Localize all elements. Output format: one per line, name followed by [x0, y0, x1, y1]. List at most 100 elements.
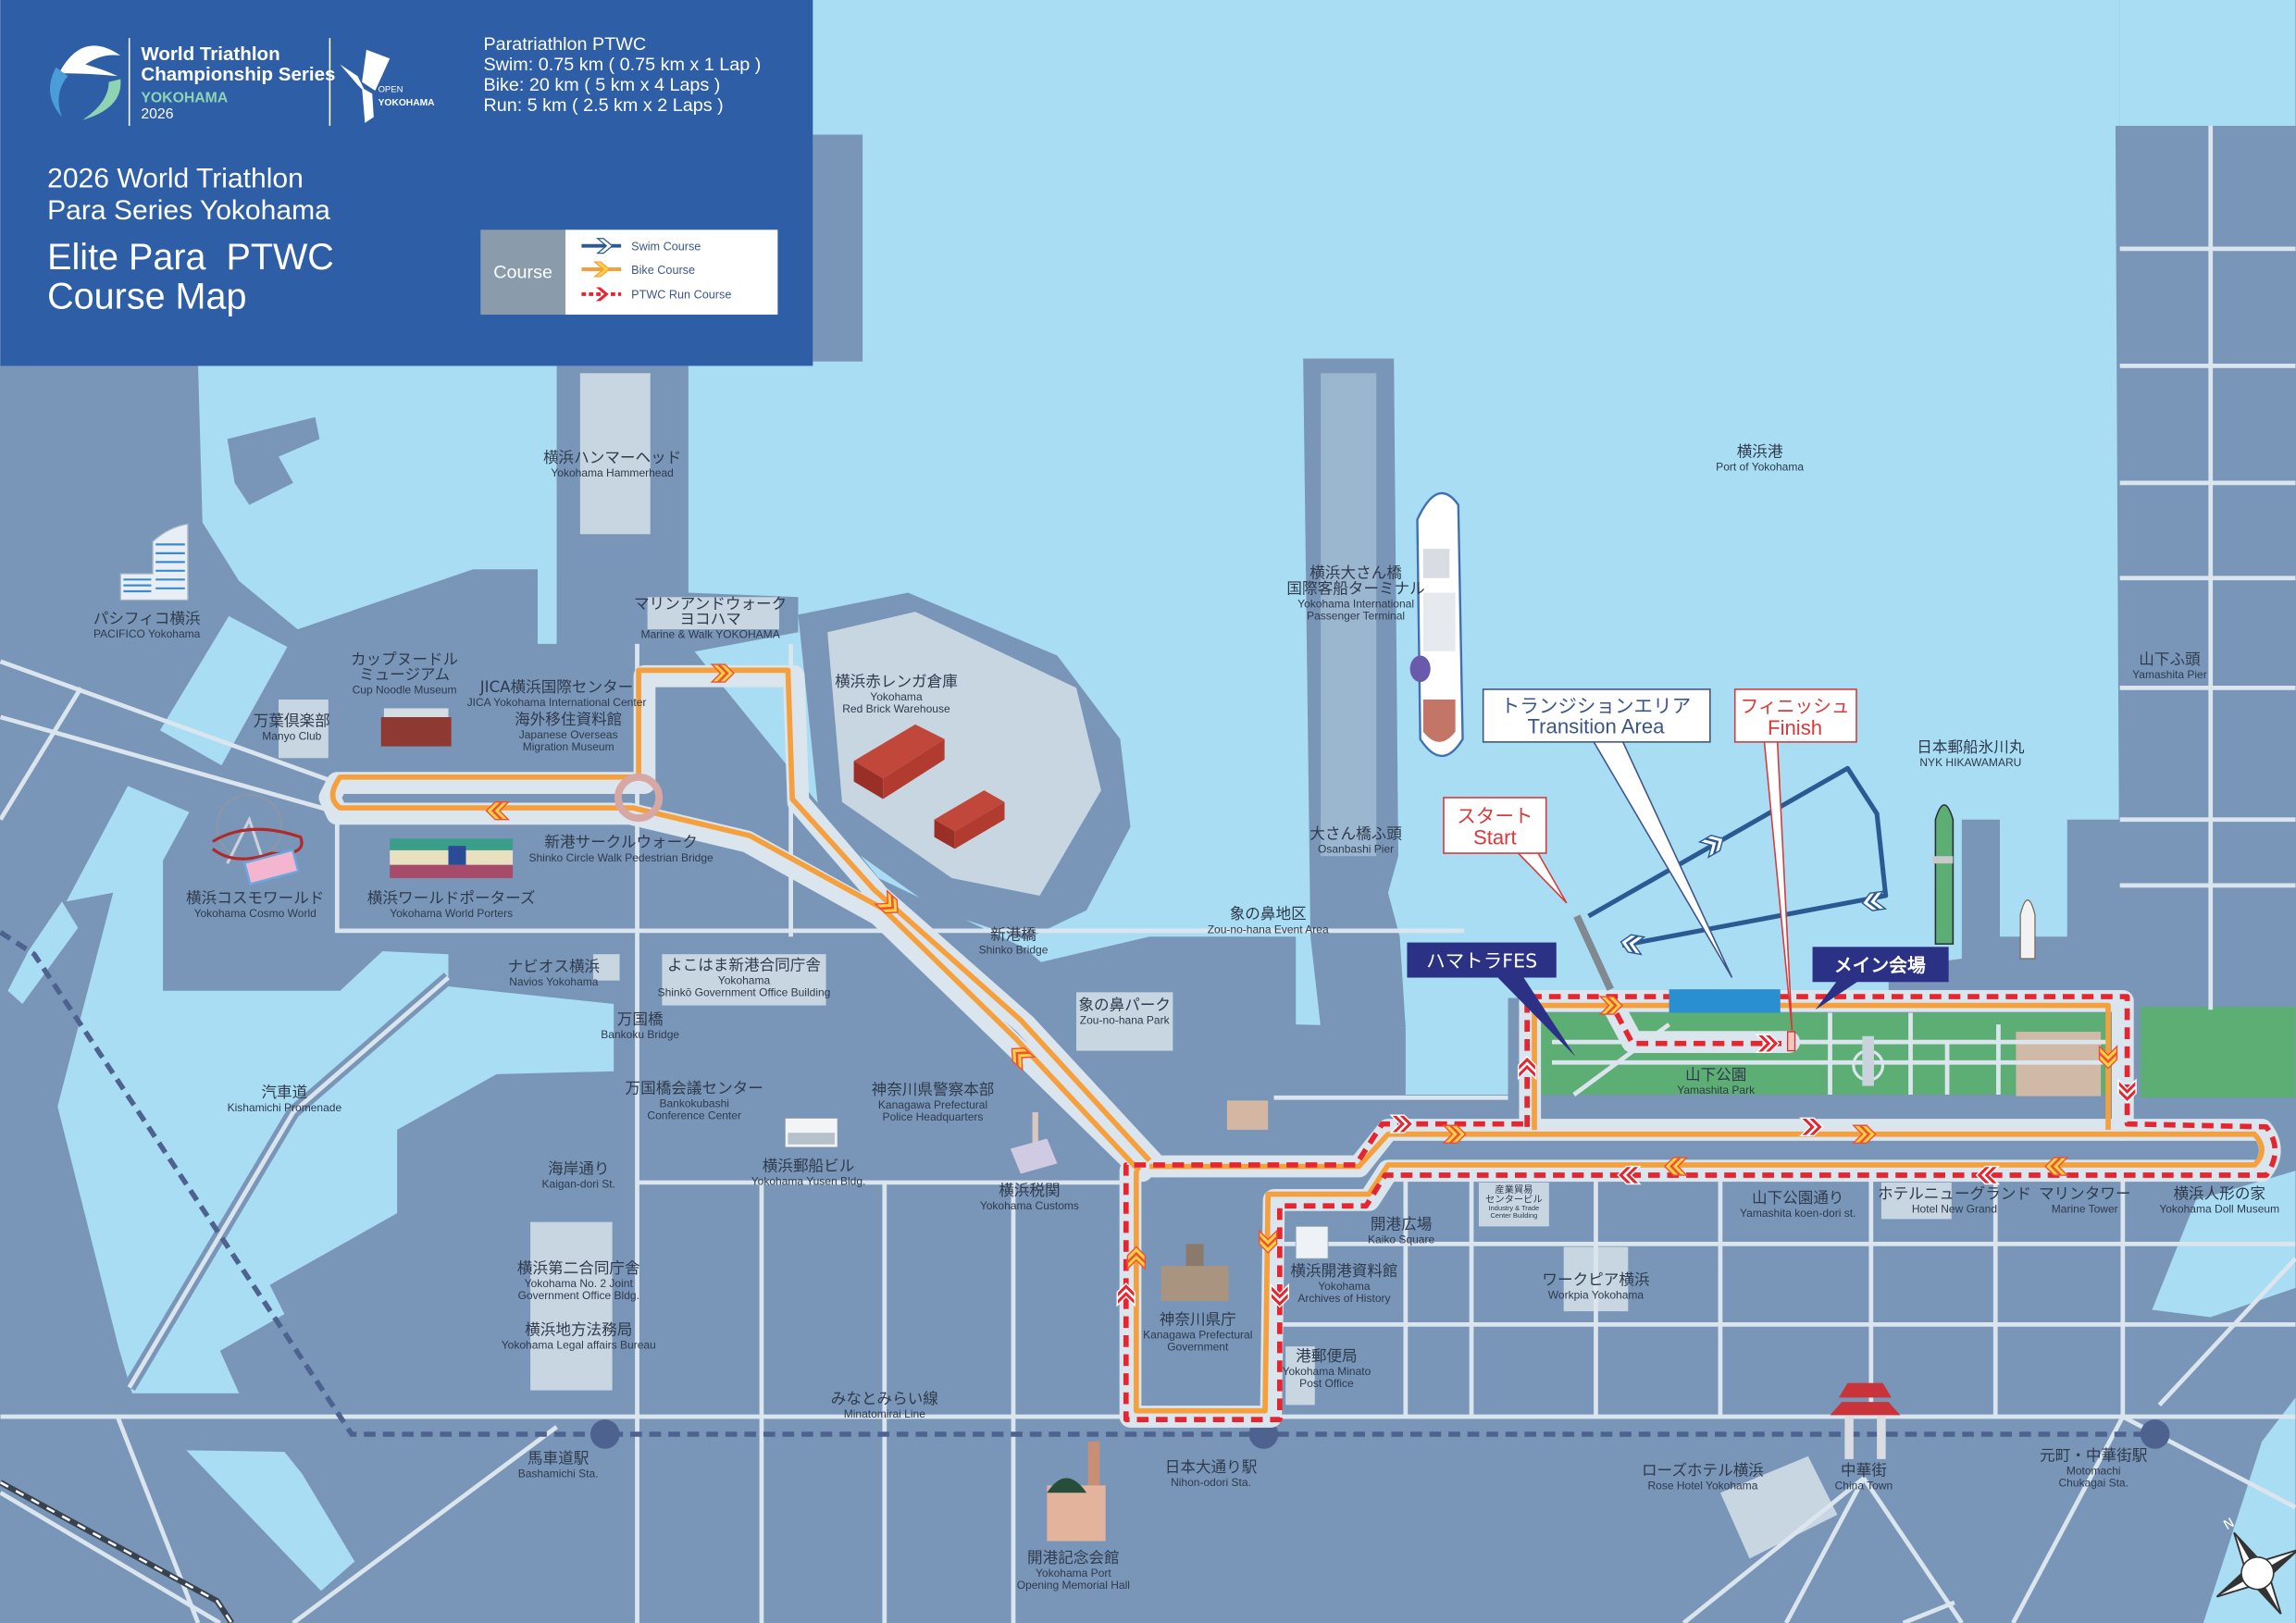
bike-direction-chevron-icon — [710, 663, 728, 683]
run-direction-chevron-icon — [1799, 1117, 1817, 1137]
kishamichi-water — [57, 786, 614, 1394]
place-name-jp: 万国橋 — [617, 1010, 664, 1028]
customs-footprint — [1226, 1100, 1269, 1130]
ooka-river-south — [186, 1450, 355, 1592]
bike-direction-chevron-icon — [1598, 996, 1617, 1015]
hamatora-fes-label: ハマトラFES — [1426, 949, 1537, 972]
place-name-jp: 横浜赤レンガ倉庫 — [835, 673, 958, 690]
place-name-en: Yamashita Park — [1677, 1084, 1756, 1096]
roads — [0, 126, 2296, 1623]
place-name-jp: 象の鼻パーク — [1078, 996, 1171, 1013]
industry-trade-footprint — [1478, 1182, 1549, 1227]
place-name-en: Rose Hotel Yokohama — [1647, 1479, 1757, 1492]
place-name-en: Kaigan-dori St. — [542, 1177, 615, 1190]
run-direction-chevron-icon — [1517, 1062, 1537, 1081]
place-name-en: Industry & Trade — [1489, 1204, 1540, 1212]
transition-area-callout: トランジションエリア Transition Area — [1482, 688, 1733, 978]
place-name-en: Yokohama Doll Museum — [2159, 1202, 2279, 1215]
place-name-jp: 横浜ハンマーヘッド — [543, 449, 681, 466]
shinko-gov-footprint — [662, 954, 826, 1006]
place-name-jp: 新港サークルウォーク — [544, 834, 697, 851]
post-office-footprint — [1285, 1346, 1315, 1406]
legend-swim-label: Swim Course — [631, 240, 701, 253]
place-name-jp: よこはま新港合同庁舎 — [667, 957, 821, 974]
callouts: トランジションエリア Transition Area フィニッシュ Finish… — [1407, 688, 1949, 1057]
main-venue-callout: メイン会場 — [1812, 947, 1949, 1010]
place-name-jp: 横浜人形の家 — [2173, 1184, 2265, 1202]
customs-tower-icon — [1010, 1112, 1058, 1174]
place-name-en: Yokohama Customs — [980, 1199, 1079, 1212]
place-name-jp: 山下公園 — [1685, 1066, 1746, 1084]
place-name-en: Minatomirai Line — [844, 1407, 925, 1420]
place-name-jp: 象の鼻地区 — [1230, 905, 1307, 923]
bike-direction-chevron-icon — [1258, 1229, 1278, 1246]
place-name-jp: 産業貿易 — [1495, 1183, 1533, 1196]
bike-direction-chevron-icon — [1442, 1124, 1459, 1144]
start-pontoon — [1573, 914, 1614, 991]
place-name-jp: 港郵便局 — [1296, 1347, 1357, 1365]
place-name-en: Bashamichi Sta. — [518, 1468, 599, 1481]
world-porters-icon — [390, 838, 514, 878]
place-name-en: Marine Tower — [2052, 1202, 2118, 1215]
small-boat-icon — [2019, 899, 2036, 960]
place-name-jp: JICA横浜国際センター — [479, 678, 633, 696]
landmark-icons — [119, 491, 2036, 1542]
legend-run-label: PTWC Run Course — [631, 289, 731, 302]
bike-direction-chevron-icon — [717, 663, 735, 683]
swim-direction-chevron-icon — [1697, 837, 1718, 859]
place-name-en: NYK HIKAWAMARU — [1919, 756, 2021, 769]
yamashita-park-east — [2140, 1007, 2296, 1098]
start-label-jp: スタート — [1457, 805, 1533, 827]
place-name-jp: カップヌードル — [351, 650, 458, 668]
title-line2: Para Series Yokohama — [47, 195, 330, 226]
place-name-en: Hotel New Grand — [1912, 1202, 1997, 1215]
rose-hotel-footprint — [1719, 1456, 1838, 1559]
place-name-en: Yokohama — [1318, 1280, 1371, 1293]
place-name-en: Port of Yokohama — [1716, 460, 1804, 473]
start-label-en: Start — [1473, 826, 1517, 849]
memorial-hall-icon — [1047, 1441, 1106, 1542]
pacifico-building-icon — [119, 523, 189, 601]
bike-direction-chevron-icon — [1011, 1047, 1031, 1067]
place-name-jp: 新港橋 — [990, 925, 1036, 943]
place-name-en: Marine & Walk YOKOHAMA — [640, 628, 779, 641]
race-info-bike: Bike: 20 km ( 5 km x 4 Laps ) — [483, 75, 720, 95]
kishamichi-path — [127, 975, 451, 1389]
place-name-en: Yokohama Cosmo World — [194, 907, 316, 920]
run-direction-chevron-icon — [1762, 1034, 1781, 1053]
run-direction-chevron-icon — [1116, 1282, 1136, 1300]
archives-building-icon — [1295, 1225, 1329, 1259]
place-name-jp: 横浜税関 — [999, 1182, 1060, 1199]
place-name-en: Migration Museum — [523, 740, 614, 753]
hamatora-fes-callout: ハマトラFES — [1407, 942, 1576, 1057]
swim-course — [1587, 765, 1889, 948]
china-town-gate-icon — [1830, 1382, 1901, 1459]
place-name-en: Post Office — [1299, 1377, 1354, 1390]
title-line4: Course Map — [47, 277, 246, 317]
place-name-en: Zou-no-hana Event Area — [1208, 923, 1329, 935]
run-course — [1123, 994, 2278, 1423]
bike-direction-chevron-icon — [1016, 1052, 1036, 1072]
transition-label-jp: トランジションエリア — [1501, 695, 1691, 717]
place-name-jp: 横浜大さん橋 — [1309, 564, 1402, 582]
place-name-jp: 横浜コスモワールド — [186, 889, 324, 907]
place-name-jp: 神奈川県庁 — [1160, 1310, 1236, 1328]
logo-line1: World Triathlon — [141, 43, 279, 65]
